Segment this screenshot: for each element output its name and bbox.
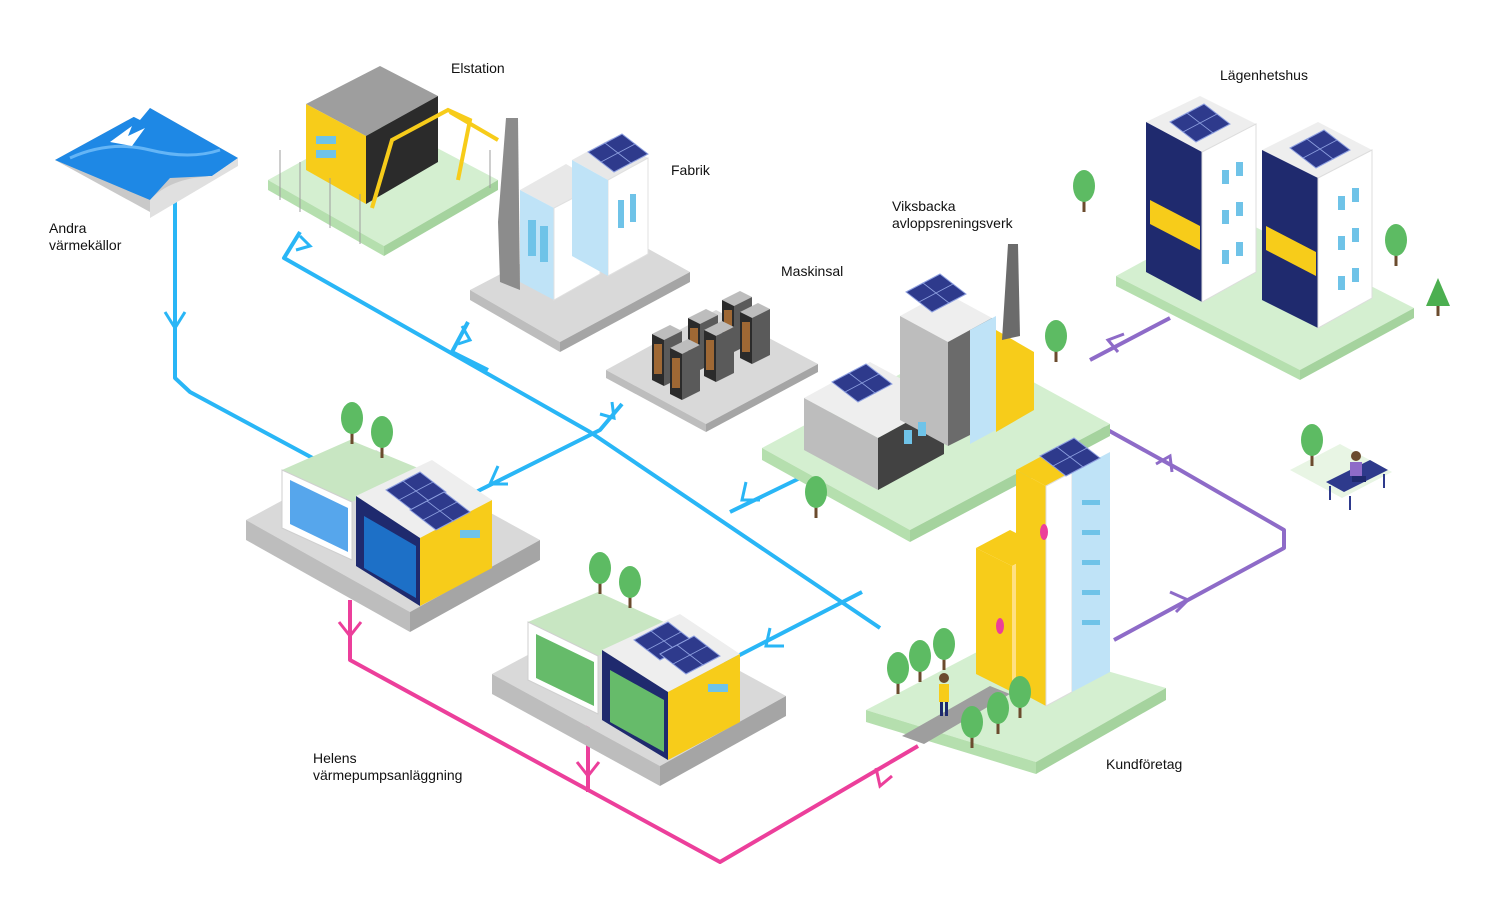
tree-icon — [1385, 224, 1407, 266]
chimney-icon — [498, 118, 520, 290]
tree-icon — [1426, 278, 1450, 316]
tree-icon — [1073, 170, 1095, 212]
label-line: värmekällor — [49, 237, 122, 253]
label-line: värmepumpsanläggning — [313, 767, 463, 783]
tree-icon — [619, 566, 641, 608]
tree-icon — [909, 640, 931, 682]
tree-icon — [805, 476, 827, 518]
gull-icon — [110, 104, 150, 146]
label-substation: Elstation — [451, 60, 505, 76]
return-arrows — [1105, 332, 1191, 614]
park-bench — [1290, 424, 1392, 510]
return-pipes — [1067, 316, 1286, 642]
tree-icon — [887, 652, 909, 694]
label-treatment-plant: Viksbacka avloppsreningsverk — [892, 198, 1013, 232]
label-factory: Fabrik — [671, 162, 710, 178]
tree-icon — [1045, 320, 1067, 362]
label-heat-pump: Helens värmepumpsanläggning — [313, 750, 462, 784]
apartment-buildings — [1073, 96, 1450, 380]
label-line: avloppsreningsverk — [892, 215, 1013, 231]
tree-icon — [341, 402, 363, 444]
tree-icon — [589, 552, 611, 594]
customer-company — [866, 437, 1166, 774]
label-other-sources: Andra värmekällor — [49, 220, 121, 254]
machine-hall — [606, 291, 818, 432]
server-rack-icon — [670, 339, 700, 400]
chimney-icon — [1002, 244, 1020, 340]
person-icon — [939, 673, 949, 716]
label-machine-hall: Maskinsal — [781, 263, 844, 279]
treatment-plant — [762, 244, 1110, 542]
heat-pump-plant-upper — [246, 402, 540, 632]
label-line: Helens — [313, 750, 357, 766]
label-customer: Kundföretag — [1106, 756, 1183, 772]
server-rack-icon — [740, 303, 770, 364]
label-line: Viksbacka — [892, 198, 956, 214]
heat-pump-plant-lower — [492, 552, 786, 786]
label-line: Andra — [49, 220, 87, 236]
heat-source-arrows — [163, 234, 784, 648]
sea-tile — [55, 104, 238, 218]
hot-water-arrows — [337, 621, 893, 789]
person-icon — [1350, 451, 1366, 482]
tree-icon — [933, 628, 955, 670]
factory — [470, 118, 690, 352]
label-apartments: Lägenhetshus — [1220, 67, 1308, 83]
server-rack-icon — [704, 321, 734, 382]
substation — [268, 66, 500, 256]
